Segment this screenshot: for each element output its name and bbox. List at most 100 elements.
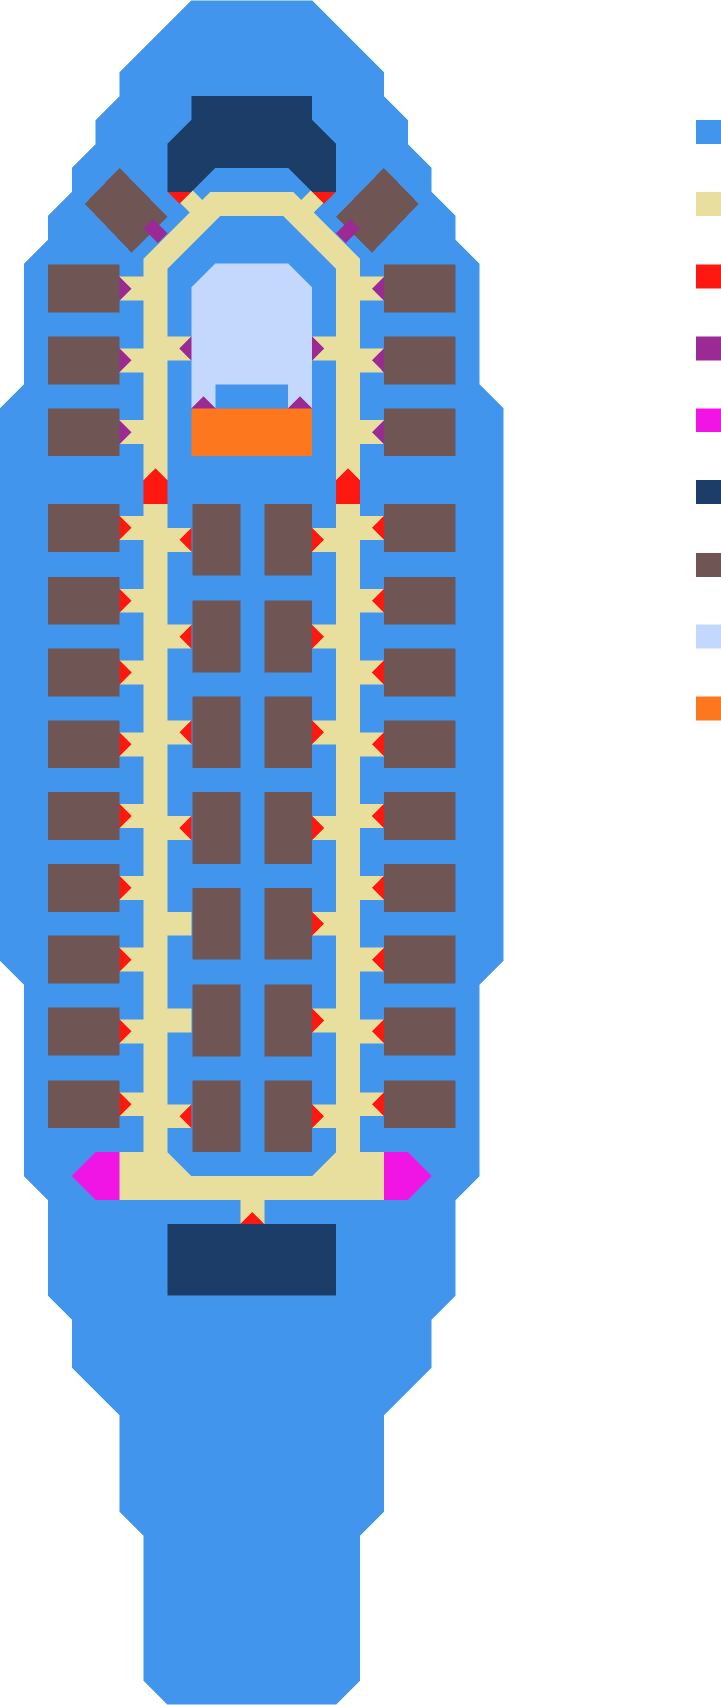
cabin-inner-left [192, 792, 241, 864]
door [371, 588, 384, 613]
cabin-inner-right [264, 696, 313, 769]
orange-room [191, 408, 313, 457]
door [371, 515, 384, 540]
cabin-inner-right [264, 503, 313, 576]
magenta-right [383, 1152, 432, 1200]
door [371, 804, 384, 829]
cabin-right [383, 576, 456, 625]
door [312, 527, 325, 552]
door [312, 816, 325, 840]
cabin-right [383, 863, 456, 912]
door [240, 1211, 265, 1224]
cabin-right [383, 792, 456, 840]
door [119, 588, 132, 613]
cabin-inner-right [264, 887, 313, 960]
door [119, 515, 132, 540]
door [119, 420, 132, 445]
rooms [47, 264, 456, 1153]
door [179, 624, 192, 649]
door [288, 396, 313, 409]
cabin-left [47, 1080, 120, 1129]
cabin-inner-left [192, 1080, 241, 1153]
door [371, 732, 384, 757]
door [119, 1092, 132, 1117]
door [167, 191, 192, 204]
door [371, 348, 384, 373]
door [371, 875, 384, 900]
cabin-inner-right [264, 792, 313, 864]
light-room [191, 263, 313, 409]
cabin-inner-left [192, 696, 241, 769]
door [119, 732, 132, 757]
door [312, 624, 325, 649]
cabin-left [47, 935, 120, 984]
cabin-left [47, 1007, 120, 1056]
cabin-right [383, 935, 456, 984]
door [179, 1104, 192, 1129]
corridor-stub [167, 911, 192, 936]
door [336, 468, 360, 504]
doors [119, 191, 384, 1224]
legend-swatch [695, 191, 721, 216]
cabin-inner-left [192, 503, 241, 576]
cabin-right [383, 1080, 456, 1129]
door [312, 1008, 325, 1033]
legend-swatch [695, 408, 721, 433]
cabin-right [383, 503, 456, 552]
legend-swatch [695, 552, 721, 577]
door [191, 396, 216, 409]
door [143, 219, 168, 243]
door [119, 875, 132, 900]
engine-room [167, 1223, 337, 1296]
legend-swatch [695, 624, 721, 649]
door [371, 420, 384, 445]
corridor-stub [240, 1196, 265, 1224]
cabin-left [47, 503, 120, 552]
door [179, 336, 192, 361]
door [119, 1019, 132, 1044]
legend [695, 120, 721, 721]
main-corridor [143, 191, 360, 1165]
cabin-left [47, 792, 120, 840]
bridge-room [167, 96, 337, 192]
cabin-left [47, 408, 120, 457]
cabin-inner-left [192, 984, 241, 1057]
door [179, 720, 192, 745]
door [119, 947, 132, 972]
cabin-left [47, 576, 120, 625]
door [371, 1019, 384, 1044]
cabin-right [383, 720, 456, 769]
door [312, 336, 325, 361]
cabin-right [383, 264, 456, 313]
cabin-inner-right [264, 600, 313, 673]
cabin-left [47, 863, 120, 912]
magenta-left [71, 1152, 120, 1200]
door [312, 720, 325, 745]
door [179, 816, 192, 840]
door [179, 527, 192, 552]
door [336, 219, 360, 243]
door [371, 276, 384, 301]
door [371, 1092, 384, 1117]
hull [0, 0, 504, 1705]
cabin-left [47, 336, 120, 385]
door [119, 804, 132, 829]
corridor-stub [167, 1008, 192, 1033]
door [312, 1104, 325, 1129]
door [312, 191, 337, 204]
cabin-right [383, 648, 456, 697]
cabin-left [47, 264, 120, 313]
legend-swatch [695, 264, 721, 289]
corridor-stub [119, 515, 144, 540]
door [312, 911, 325, 936]
cabin-right [383, 336, 456, 385]
door [371, 947, 384, 972]
cabin-right [383, 408, 456, 457]
door [119, 660, 132, 685]
door [371, 660, 384, 685]
cabin-left [47, 648, 120, 697]
cabin-inner-right [264, 1080, 313, 1153]
door [143, 468, 168, 504]
cabin-inner-left [192, 887, 241, 960]
